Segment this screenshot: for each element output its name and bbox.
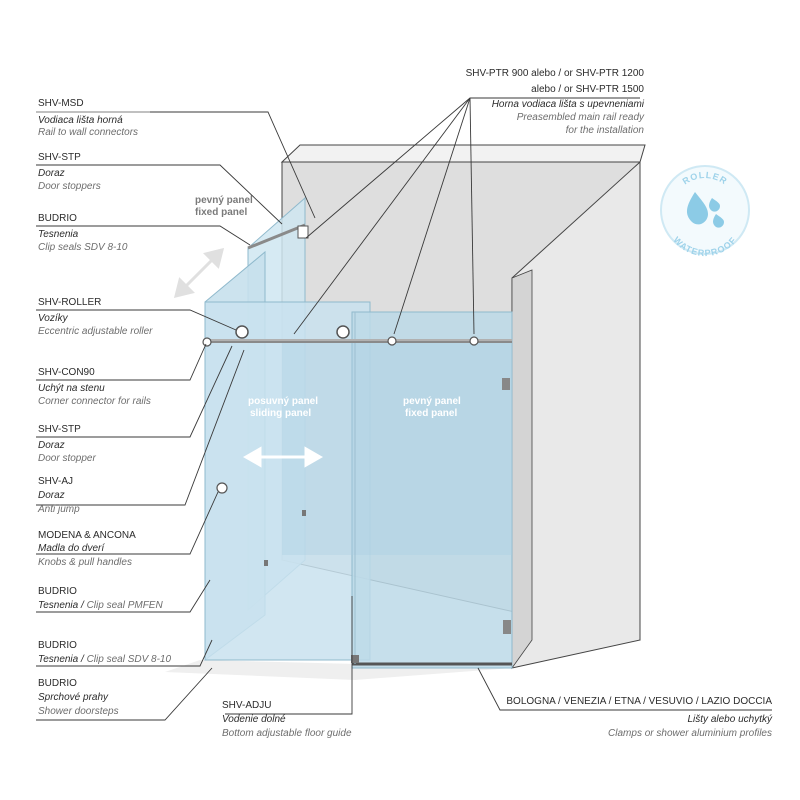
ptr-en1: Preasembled main rail ready [517,112,645,123]
floor-shadow [165,660,512,680]
water-drops-icon [686,192,724,228]
fixed-top-sk: pevný panel [195,195,253,206]
ptr-en2: for the installation [566,125,645,136]
aj-sk: Doraz [38,490,65,501]
roller-en: Eccentric adjustable roller [38,326,153,337]
msd-en: Rail to wall connectors [38,127,138,138]
leader-lines [36,97,772,721]
clamps-sk: Lišty alebo uchytký [688,714,773,725]
roller-left [235,325,249,339]
modena-en: Knobs & pull handles [38,557,132,568]
right-wall-inner [511,269,533,670]
roller-code: SHV-ROLLER [38,297,101,308]
rail-hardware [202,223,512,663]
rail-connector-1 [387,336,397,346]
con90-code: SHV-CON90 [38,367,95,378]
callout-msd: SHV-MSD Vodiaca lišta horná Rail to wall… [36,98,150,138]
con90-sk: Uchýt na stenu [38,383,105,394]
con90-en: Corner connector for rails [38,396,151,407]
stp2-code: SHV-STP [38,424,81,435]
aj-en: Anti jump [37,504,80,515]
inner-light [282,340,512,555]
budrio2-en: Clip seal PMFEN [87,600,164,611]
budrio4-sk: Sprchové prahy [38,692,109,703]
callout-budrio-1: BUDRIO Tesnenia Clip seals SDV 8-10 [38,213,128,253]
stopper-small-2 [264,560,268,566]
sliding-sk: posuvný panel [248,396,318,407]
stp2-sk: Doraz [38,440,65,451]
budrio1-sk: Tesnenia [38,229,79,240]
roller-sk: Vozíky [38,313,69,324]
budrio4-code: BUDRIO [38,678,77,689]
adju-en: Bottom adjustable floor guide [222,728,352,739]
budrio2-code: BUDRIO [38,586,77,597]
side-rail [247,223,306,250]
callout-stp-1: SHV-STP Doraz Door stoppers [38,152,101,192]
floor-guide [351,655,359,663]
callout-budrio-3: BUDRIO Tesnenia / Clip seal SDV 8-10 [38,640,171,665]
stp1-en: Door stoppers [38,181,101,192]
svg-text:Tesnenia / Clip seal PMFEN: Tesnenia / Clip seal PMFEN [38,600,163,611]
fixed-front-sk: pevný panel [403,396,461,407]
fixed-front-en: fixed panel [405,408,457,419]
rail-connector-2 [469,336,479,346]
budrio3-code: BUDRIO [38,640,77,651]
budrio3-en: Clip seal SDV 8-10 [87,654,172,665]
diagonal-double-arrow-icon [173,247,225,299]
clamps-code: BOLOGNA / VENEZIA / ETNA / VESUVIO / LAZ… [506,696,772,707]
clamps-en: Clamps or shower aluminium profiles [608,728,772,739]
ptr-line2: alebo / or SHV-PTR 1500 [531,84,644,95]
ptr-sk: Horna vodiaca lišta s upevneniami [492,99,645,110]
callout-adju: SHV-ADJU Vodenie dolné Bottom adjustable… [222,700,352,739]
callout-clamps: BOLOGNA / VENEZIA / ETNA / VESUVIO / LAZ… [506,696,773,739]
adju-code: SHV-ADJU [222,700,271,711]
stopper-small-1 [302,510,306,516]
msd-sk: Vodiaca lišta horná [38,115,123,126]
aj-code: SHV-AJ [38,476,73,487]
ptr-line1: SHV-PTR 900 alebo / or SHV-PTR 1200 [466,68,645,79]
fixed-top-en: fixed panel [195,207,247,218]
budrio2-sk: Tesnenia / [38,600,87,611]
sliding-panel [204,301,371,661]
msd-code: SHV-MSD [38,98,84,109]
door-knob [216,482,228,494]
stp1-sk: Doraz [38,168,65,179]
callout-stp-2: SHV-STP Doraz Door stopper [38,424,96,464]
callout-budrio-4: BUDRIO Sprchové prahy Shower doorsteps [38,678,119,717]
front-fixed-panel [351,311,513,669]
budrio3-sk: Tesnenia / [38,654,87,665]
top-left-wall-face [280,144,646,163]
modena-sk: Madla do dverí [38,543,105,554]
clamp-top [502,378,510,390]
glass-panels [204,196,513,669]
movement-arrows [173,247,324,468]
stp2-en: Door stopper [38,453,96,464]
sliding-en: sliding panel [250,408,311,419]
roller-right [336,325,350,339]
adju-sk: Vodenie dolné [222,714,286,725]
top-rail-bracket [297,225,309,239]
callout-roller: SHV-ROLLER Vozíky Eccentric adjustable r… [38,297,153,337]
callout-budrio-2: BUDRIO Tesnenia / Clip seal PMFEN [38,586,163,611]
modena-code: MODENA & ANCONA [38,530,136,541]
roller-waterproof-badge: ROLLER WATERPROOF [660,165,750,258]
callout-modena: MODENA & ANCONA Madla do dverí Knobs & p… [38,530,136,568]
corner-connector [202,337,212,347]
budrio4-en: Shower doorsteps [38,706,119,717]
budrio1-en: Clip seals SDV 8-10 [38,242,128,253]
panel-labels: pevný panel fixed panel posuvný panel sl… [195,195,461,419]
callout-ptr: SHV-PTR 900 alebo / or SHV-PTR 1200 aleb… [466,68,645,136]
budrio1-code: BUDRIO [38,213,77,224]
callout-con90: SHV-CON90 Uchýt na stenu Corner connecto… [38,367,151,407]
callout-aj: SHV-AJ Doraz Anti jump [37,476,80,515]
horizontal-double-arrow-icon [242,446,324,468]
clamp-bottom [503,620,511,634]
stp1-code: SHV-STP [38,152,81,163]
svg-text:Tesnenia / Clip seal SDV 8-10: Tesnenia / Clip seal SDV 8-10 [38,654,171,665]
